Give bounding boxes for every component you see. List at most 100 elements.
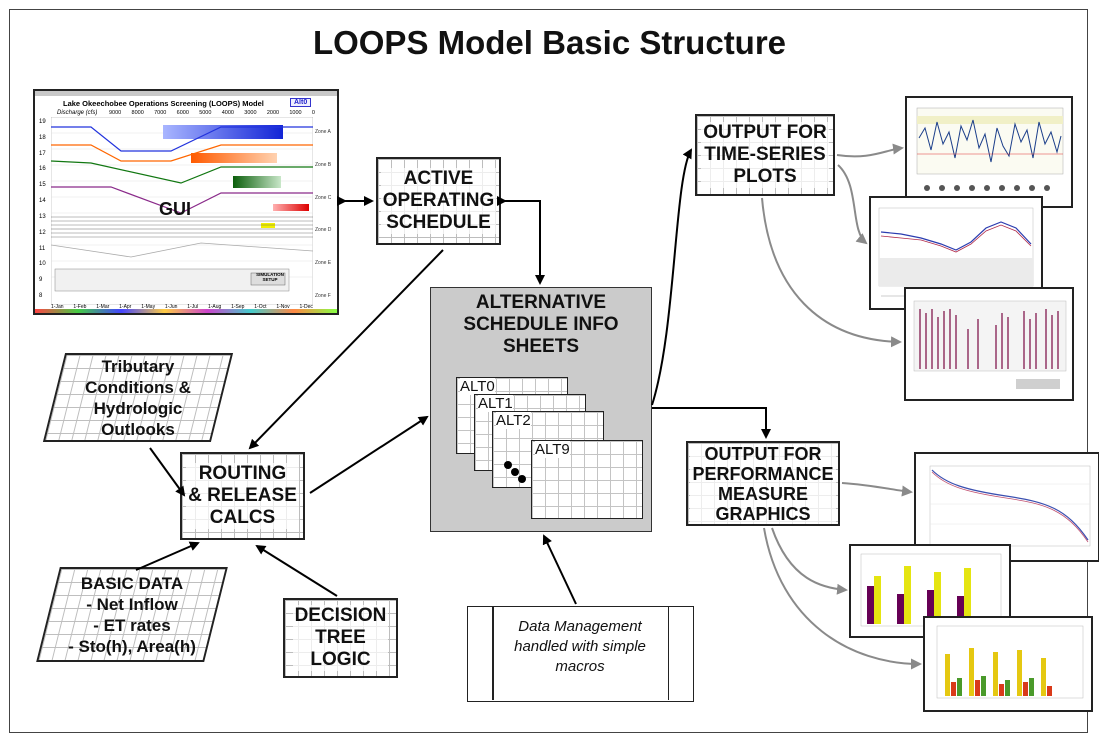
gui-tab-strip[interactable] (35, 309, 337, 313)
discharge-tick: 8000 (131, 110, 144, 116)
arrow-pm-thumb1 (841, 482, 913, 497)
month-tick: 1-Mar (96, 304, 110, 310)
month-tick: 1-Nov (276, 304, 290, 310)
time-series-plot-1 (916, 107, 1064, 191)
performance-thumbnail-3 (923, 616, 1093, 712)
discharge-tick: 5000 (199, 110, 212, 116)
alternative-sheets-label: ALTERNATIVE SCHEDULE INFO SHEETS (463, 292, 619, 357)
month-tick: 1-Dec (299, 304, 313, 310)
arrow-active-routing (248, 249, 444, 450)
data-management-left-bar (492, 607, 494, 700)
month-tick: 1-Feb (73, 304, 87, 310)
gui-discharge-label: Discharge (cfs) (57, 110, 98, 116)
arrow-alt-performance (652, 407, 771, 439)
arrow-active-alt (497, 196, 545, 285)
gui-month-ticks: 1-Jan 1-Feb 1-Mar 1-Apr 1-May 1-Jun 1-Ju… (51, 304, 313, 310)
gui-screenshot: Lake Okeechobee Operations Screening (LO… (33, 89, 339, 315)
y-tick: 17 (39, 150, 46, 157)
basic-data-label: BASIC DATA - Net Inflow - ET rates - Sto… (68, 573, 196, 656)
stage-bar-plot (860, 553, 1002, 627)
y-tick: 19 (39, 119, 46, 125)
discharge-tick: 7000 (154, 110, 167, 116)
discharge-tick: 2000 (266, 110, 280, 116)
arrow-pm-thumb2 (771, 527, 848, 595)
decision-tree-label: DECISION TREE LOGIC (292, 605, 389, 671)
zone-label: Zone A (315, 129, 331, 135)
decision-tree-box: DECISION TREE LOGIC (283, 598, 398, 678)
arrow-routing-alt (309, 415, 429, 494)
month-tick: 1-May (141, 304, 156, 310)
gui-menubar (35, 91, 337, 96)
month-tick: 1-Jun (164, 304, 178, 310)
arrow-pm-thumb3 (763, 527, 922, 670)
data-management-box: Data Management handled with simple macr… (467, 606, 694, 702)
month-tick: 1-Sep (231, 304, 245, 310)
diagram-title: LOOPS Model Basic Structure (312, 24, 787, 61)
arrow-tributary-routing (149, 447, 186, 497)
alt9-label: ALT9 (535, 441, 570, 458)
y-tick: 11 (39, 245, 46, 252)
month-tick: 1-Jul (187, 304, 199, 310)
data-management-label: Data Management handled with simple macr… (514, 618, 646, 675)
month-tick: 1-Oct (254, 304, 267, 310)
arrow-ts-thumb1 (836, 143, 904, 158)
data-management-right-bar (667, 607, 669, 700)
y-tick: 12 (39, 229, 46, 236)
tributary-conditions-node: Tributary Conditions & Hydrologic Outloo… (42, 353, 234, 442)
ellipsis-dot (518, 475, 526, 483)
gui-label: GUI (159, 199, 192, 219)
zone-label: Zone E (315, 260, 332, 267)
gui-window-title: Lake Okeechobee Operations Screening (LO… (63, 99, 264, 108)
arrow-ts-thumb3 (761, 197, 902, 348)
ellipsis-dot (511, 468, 519, 476)
gui-y-ticks: 19 18 17 16 15 14 13 12 11 10 9 8 (39, 119, 49, 299)
alt1-label: ALT1 (478, 395, 513, 412)
zone-label: Zone C (315, 194, 332, 201)
month-tick: 1-Jan (51, 304, 64, 310)
alt2-label: ALT2 (496, 412, 531, 429)
basic-data-node: BASIC DATA - Net Inflow - ET rates - Sto… (36, 567, 228, 662)
discharge-tick: 0 (311, 110, 315, 116)
monthly-flow-plot (936, 625, 1084, 699)
time-series-plot-3 (913, 300, 1067, 389)
discharge-tick: 4000 (221, 110, 234, 116)
time-series-thumbnail-1 (905, 96, 1073, 208)
gui-discharge-ticks: 9000 8000 7000 6000 5000 4000 3000 2000 … (109, 110, 315, 116)
discharge-tick: 3000 (244, 110, 257, 116)
y-tick: 16 (39, 166, 46, 173)
active-operating-schedule-label: ACTIVE OPERATING SCHEDULE (380, 168, 497, 234)
zone-label: Zone F (315, 292, 331, 299)
y-tick: 9 (39, 277, 43, 284)
gui-badge: Alt0 (290, 98, 312, 107)
routing-release-label: ROUTING & RELEASE CALCS (186, 463, 299, 529)
zone-label: Zone B (315, 161, 332, 168)
arrow-basic-routing (135, 541, 200, 571)
arrow-datamgmt-alt (542, 534, 577, 605)
month-tick: 1-Apr (119, 304, 132, 310)
y-tick: 14 (39, 198, 46, 205)
gui-sim-button[interactable]: SIMULATION SETUP (256, 272, 284, 282)
arrow-alt-timeseries (651, 148, 692, 406)
output-time-series-label: OUTPUT FOR TIME-SERIES PLOTS (701, 122, 829, 188)
month-tick: 1-Aug (207, 304, 222, 310)
output-performance-label: OUTPUT FOR PERFORMANCE MEASURE GRAPHICS (690, 443, 836, 524)
y-tick: 18 (39, 134, 46, 141)
discharge-tick: 9000 (109, 110, 122, 116)
gui-schedule-plot (51, 117, 313, 305)
y-tick: 10 (39, 261, 46, 268)
alt0-label: ALT0 (460, 378, 495, 395)
discharge-tick: 1000 (289, 110, 302, 116)
arrow-ts-thumb2 (837, 164, 868, 245)
gui-zone-labels: Zone A Zone B Zone C Zone D Zone E Zone … (315, 129, 331, 299)
y-tick: 8 (39, 292, 43, 299)
active-operating-schedule-box: ACTIVE OPERATING SCHEDULE (376, 157, 501, 245)
zone-label: Zone D (315, 227, 332, 234)
tributary-conditions-label: Tributary Conditions & Hydrologic Outloo… (85, 356, 191, 439)
y-tick: 15 (39, 182, 46, 189)
output-time-series-box: OUTPUT FOR TIME-SERIES PLOTS (695, 114, 835, 196)
stage-duration-plot (929, 465, 1091, 547)
ellipsis-dot (504, 461, 512, 469)
y-tick: 13 (39, 213, 46, 220)
arrow-decision-routing (255, 544, 338, 597)
